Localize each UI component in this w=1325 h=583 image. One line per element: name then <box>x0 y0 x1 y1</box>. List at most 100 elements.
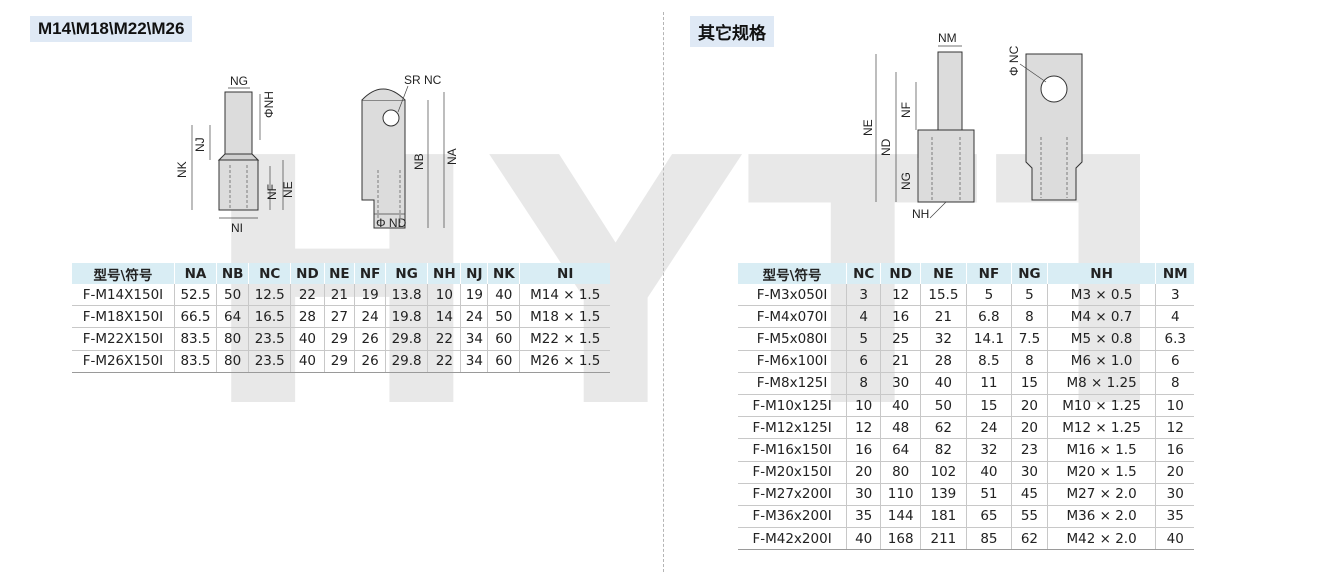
model-cell: F-M14X150I <box>72 284 175 307</box>
value-cell: 16 <box>846 438 881 462</box>
value-cell: 30 <box>1011 461 1048 484</box>
value-cell: 16.5 <box>248 305 291 329</box>
value-cell: 66.5 <box>173 305 217 329</box>
right-drawing: NM NE ND NF NG NH Φ NC <box>861 31 1083 221</box>
column-header: 型号\符号 <box>72 263 175 284</box>
value-cell: M27 × 2.0 <box>1046 483 1156 506</box>
value-cell: 12 <box>846 416 881 440</box>
column-header: NH <box>1046 263 1156 284</box>
value-cell: 20 <box>846 461 881 484</box>
value-cell: 3 <box>846 284 881 307</box>
value-cell: 8 <box>1011 350 1048 373</box>
value-cell: M8 × 1.25 <box>1046 372 1156 395</box>
value-cell: 26 <box>354 350 386 373</box>
stem-shape <box>224 91 253 155</box>
column-header: NM <box>1155 263 1194 284</box>
value-cell: M18 × 1.5 <box>519 305 610 329</box>
column-header: NB <box>216 263 249 284</box>
value-cell: 83.5 <box>173 327 217 351</box>
value-cell: 64 <box>880 438 921 462</box>
value-cell: 80 <box>880 461 921 484</box>
value-cell: 26 <box>354 327 386 351</box>
label-ng: NG <box>899 172 913 190</box>
label-nd: ND <box>879 138 893 156</box>
value-cell: 48 <box>880 416 921 440</box>
value-cell: 25 <box>880 327 921 351</box>
value-cell: 21 <box>920 305 967 329</box>
value-cell: 34 <box>460 327 488 351</box>
value-cell: 22 <box>427 327 461 351</box>
column-divider <box>663 12 664 572</box>
column-header: NG <box>384 263 428 284</box>
value-cell: 20 <box>1011 416 1048 440</box>
value-cell: 5 <box>1011 284 1048 307</box>
column-header: NE <box>920 263 967 284</box>
label-ng: NG <box>230 74 248 88</box>
label-nc: Φ NC <box>1007 45 1021 76</box>
value-cell: 55 <box>1011 505 1048 529</box>
value-cell: 10 <box>1155 394 1194 418</box>
model-cell: F-M36x200I <box>738 505 847 529</box>
value-cell: M22 × 1.5 <box>519 327 610 351</box>
value-cell: 50 <box>216 284 249 307</box>
value-cell: 23.5 <box>248 350 291 373</box>
value-cell: M3 × 0.5 <box>1046 284 1156 307</box>
value-cell: 60 <box>487 327 520 351</box>
model-cell: F-M3x050I <box>738 284 847 307</box>
value-cell: 45 <box>1011 483 1048 506</box>
value-cell: 24 <box>965 416 1012 440</box>
column-header: NA <box>173 263 217 284</box>
left-drawing: NG ΦNH NK NJ NF NE NI SR NC NB NA Φ ND <box>175 73 459 235</box>
column-header: NK <box>487 263 520 284</box>
value-cell: 22 <box>427 350 461 373</box>
label-na: NA <box>445 148 459 165</box>
column-header: NF <box>965 263 1012 284</box>
value-cell: 139 <box>920 483 967 506</box>
value-cell: 23.5 <box>248 327 291 351</box>
value-cell: 83.5 <box>173 350 217 373</box>
value-cell: 62 <box>1011 527 1048 551</box>
label-nb: NB <box>412 153 426 170</box>
value-cell: 40 <box>846 527 881 551</box>
body-shape-right <box>917 129 975 203</box>
value-cell: 6.8 <box>965 305 1012 329</box>
model-cell: F-M5x080I <box>738 327 847 351</box>
value-cell: M26 × 1.5 <box>519 350 610 373</box>
label-nf: NF <box>265 184 279 200</box>
column-header: NG <box>1011 263 1048 284</box>
label-nk: NK <box>175 161 189 178</box>
value-cell: 51 <box>965 483 1012 506</box>
label-nf: NF <box>899 102 913 118</box>
value-cell: 14.1 <box>965 327 1012 351</box>
column-header: ND <box>880 263 921 284</box>
model-cell: F-M6x100I <box>738 350 847 373</box>
left-section-title: M14\M18\M22\M26 <box>30 16 193 42</box>
value-cell: 24 <box>354 305 386 329</box>
value-cell: 19 <box>354 284 386 307</box>
value-cell: 181 <box>920 505 967 529</box>
column-header: NC <box>248 263 291 284</box>
label-nh: NH <box>912 207 929 221</box>
value-cell: 40 <box>920 372 967 395</box>
value-cell: 110 <box>880 483 921 506</box>
value-cell: 8.5 <box>965 350 1012 373</box>
value-cell: 82 <box>920 438 967 462</box>
value-cell: 80 <box>216 350 249 373</box>
value-cell: 40 <box>290 350 324 373</box>
column-header: NE <box>323 263 355 284</box>
value-cell: 52.5 <box>173 284 217 307</box>
label-ne: NE <box>281 181 295 198</box>
value-cell: 12 <box>1155 416 1194 440</box>
value-cell: 102 <box>920 461 967 484</box>
column-header: NF <box>354 263 386 284</box>
column-header: NH <box>427 263 461 284</box>
